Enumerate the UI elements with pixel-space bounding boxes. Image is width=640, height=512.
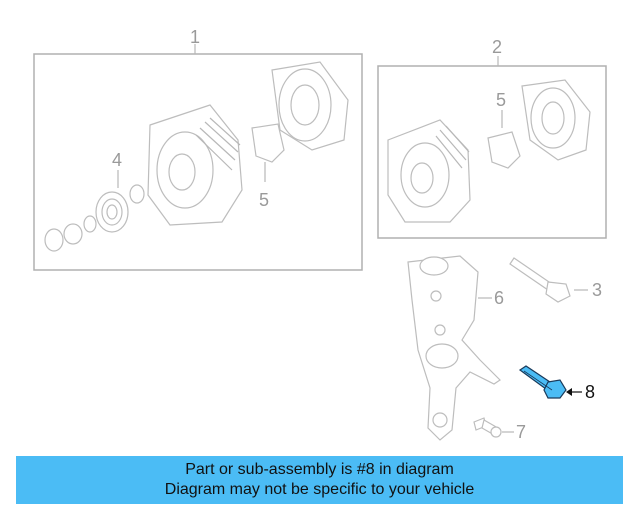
bolt-8-highlighted[interactable]: [518, 365, 567, 399]
banner-line-2: Diagram may not be specific to your vehi…: [164, 481, 475, 498]
assembly-box-2: [377, 65, 607, 239]
assembly-box-1: [33, 53, 363, 271]
callout-1: 1: [190, 27, 200, 47]
mounting-bracket-6: [407, 255, 501, 441]
callout-5-right: 5: [496, 90, 506, 110]
info-banner: Part or sub-assembly is #8 in diagram Di…: [16, 456, 623, 504]
parts-diagram: 1 4 5 2 5 3: [33, 27, 607, 442]
banner-line-1: Part or sub-assembly is #8 in diagram: [185, 461, 454, 478]
callout-5-left: 5: [259, 190, 269, 210]
callout-7: 7: [516, 422, 526, 442]
callout-8: 8: [585, 382, 595, 402]
bolt-3: [509, 257, 571, 303]
alternator-assembly-1: [44, 61, 349, 252]
callout-2: 2: [492, 37, 502, 57]
callout-6: 6: [494, 288, 504, 308]
bolt-7: [473, 417, 502, 438]
callout-4: 4: [112, 150, 122, 170]
alternator-assembly-2: [387, 79, 591, 223]
callout-3: 3: [592, 280, 602, 300]
